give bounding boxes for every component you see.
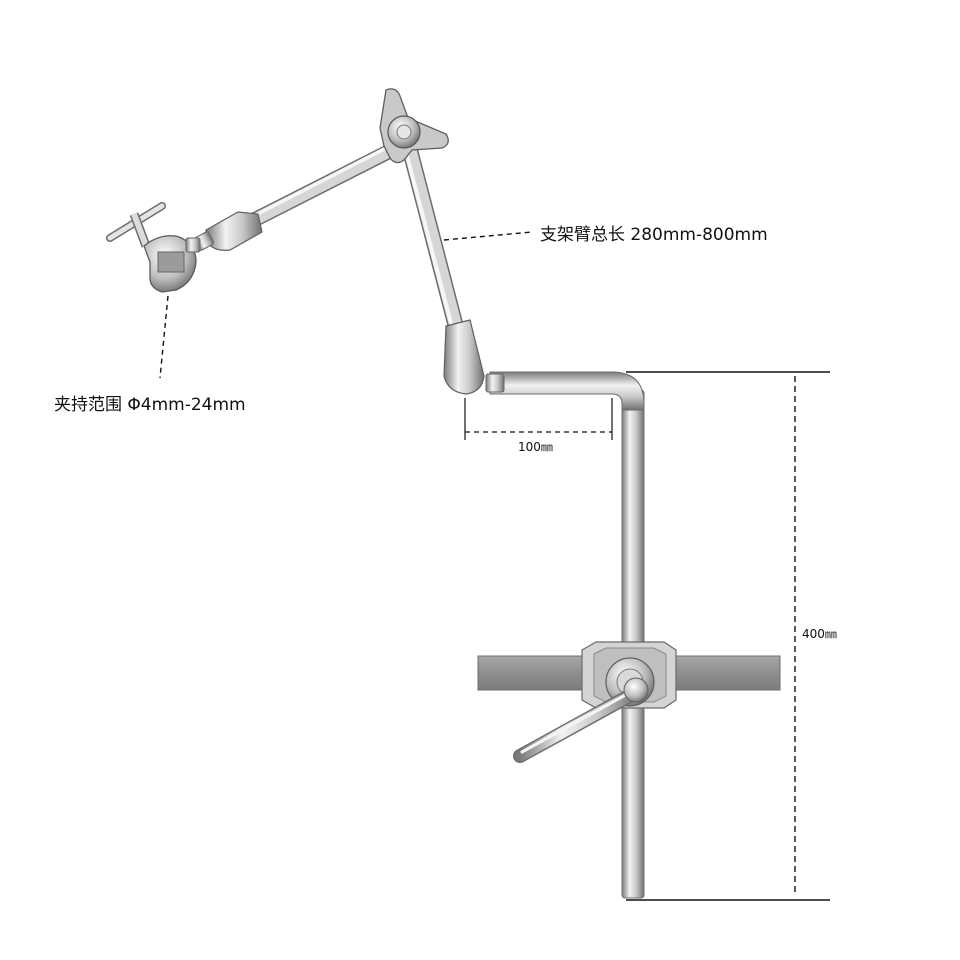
lower-arm [402, 142, 470, 358]
clamp-range-label: 夹持范围 Φ4mm-24mm [54, 395, 246, 415]
arm-length-label: 支架臂总长 280mm-800mm [540, 225, 768, 245]
height-label: 400㎜ [802, 627, 837, 641]
offset-label: 100㎜ [518, 440, 553, 454]
offset-arm-elbow [489, 371, 645, 411]
clamp-range-leader [159, 295, 169, 379]
arm-length-leader [443, 231, 533, 241]
upper-joint [205, 211, 263, 251]
offset-dimension [464, 398, 613, 440]
height-dimension [626, 371, 830, 901]
clamp-lever [513, 677, 649, 763]
lower-joint [443, 319, 485, 395]
upper-arm [242, 142, 400, 230]
arm-collar [485, 373, 505, 393]
hub-knob [379, 88, 449, 164]
gripper-head [106, 202, 201, 293]
